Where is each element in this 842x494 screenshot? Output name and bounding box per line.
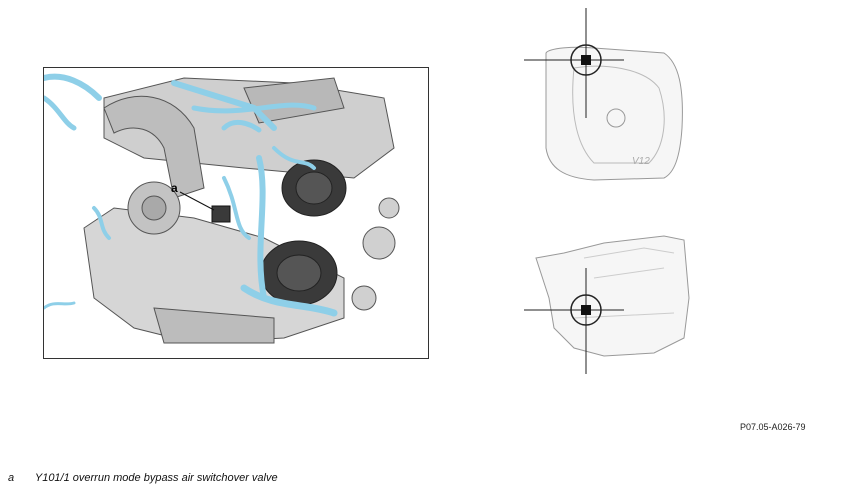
legend-text: Y101/1 overrun mode bypass air switchove… bbox=[34, 472, 278, 484]
locator-marker bbox=[581, 55, 591, 65]
figure-code: P07.05-A026-79 bbox=[740, 422, 806, 432]
upper-alternator bbox=[281, 159, 347, 217]
engine-illustration: a bbox=[43, 67, 429, 359]
top-view-drawing: V12 bbox=[524, 8, 683, 181]
pulley bbox=[351, 285, 377, 311]
engine-side-outline bbox=[535, 235, 690, 357]
side-view-locator bbox=[524, 228, 700, 374]
locator-marker bbox=[581, 305, 591, 315]
engine-cover-outline bbox=[545, 46, 683, 181]
callout-label: a bbox=[171, 181, 178, 195]
callout-leader bbox=[179, 191, 215, 211]
turbo-hub bbox=[141, 195, 167, 221]
pulley bbox=[378, 197, 400, 219]
intake-pipe bbox=[103, 95, 205, 199]
legend-key: a bbox=[8, 472, 15, 484]
locator-circle bbox=[570, 44, 602, 76]
switchover-valve bbox=[211, 205, 231, 223]
engine-drawing: a bbox=[44, 73, 400, 344]
engine-side-detail bbox=[573, 247, 675, 319]
pulley bbox=[362, 226, 396, 260]
lower-alternator bbox=[260, 240, 338, 306]
star-emblem bbox=[606, 108, 626, 128]
v12-badge: V12 bbox=[632, 156, 650, 167]
engine-block bbox=[83, 207, 345, 344]
legend: a Y101/1 overrun mode bypass air switcho… bbox=[8, 472, 278, 484]
locator-circle bbox=[570, 294, 602, 326]
side-view-drawing bbox=[524, 235, 690, 374]
top-view-locator: V12 bbox=[524, 8, 700, 198]
oil-pan bbox=[153, 307, 275, 344]
engine-cover-inner bbox=[572, 65, 665, 164]
vacuum-lines bbox=[44, 73, 338, 317]
